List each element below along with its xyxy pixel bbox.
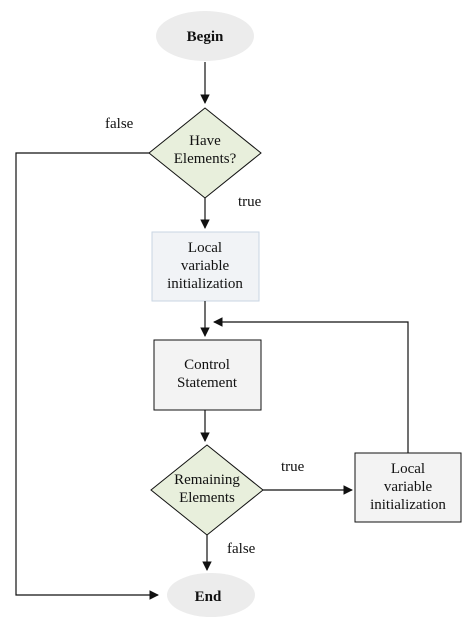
local-init-right-line2: variable bbox=[384, 479, 433, 495]
local-init-top-line1: Local bbox=[188, 240, 222, 256]
local-init-right-line3: initialization bbox=[370, 497, 446, 513]
begin-label: Begin bbox=[187, 29, 224, 45]
control-statement-box: Control Statement bbox=[153, 339, 262, 411]
edge-loop-back bbox=[213, 317, 409, 453]
control-line1: Control bbox=[184, 357, 230, 373]
local-init-box-right: Local variable initialization bbox=[354, 452, 462, 523]
have-elements-line1: Have bbox=[189, 133, 221, 149]
local-init-top-line2: variable bbox=[181, 258, 230, 274]
control-line2: Statement bbox=[177, 375, 238, 391]
true-label-right: true bbox=[281, 459, 305, 475]
local-init-top-line3: initialization bbox=[167, 276, 243, 292]
have-elements-decision: Have Elements? bbox=[148, 107, 262, 199]
remaining-line1: Remaining bbox=[174, 472, 240, 488]
end-terminal: End bbox=[167, 573, 255, 617]
begin-terminal: Begin bbox=[156, 11, 254, 61]
true-label-top: true bbox=[238, 194, 262, 210]
remaining-elements-decision: Remaining Elements bbox=[150, 444, 264, 536]
have-elements-line2: Elements? bbox=[174, 151, 237, 167]
false-label-top: false bbox=[105, 116, 134, 132]
remaining-line2: Elements bbox=[179, 490, 235, 506]
false-label-bottom: false bbox=[227, 541, 256, 557]
end-label: End bbox=[195, 589, 222, 605]
local-init-box-top: Local variable initialization bbox=[151, 231, 260, 302]
edge-false-to-end bbox=[15, 152, 159, 600]
local-init-right-line1: Local bbox=[391, 461, 425, 477]
